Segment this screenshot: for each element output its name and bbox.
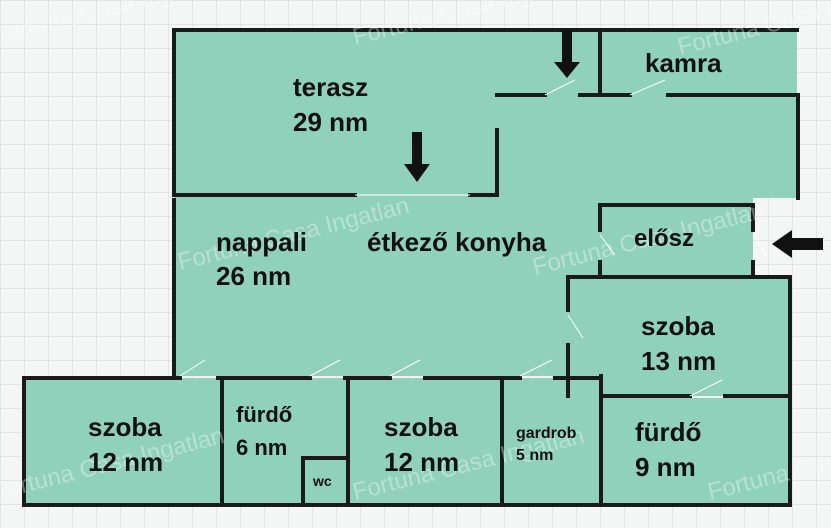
szoba-right-area: 13 nm (641, 346, 716, 376)
szoba-mid-area: 12 nm (384, 447, 459, 477)
szoba-left-name: szoba (88, 412, 162, 442)
terasz-area: 29 nm (293, 107, 368, 137)
room-12-left-area (24, 378, 222, 506)
furdo-small-area: 6 nm (236, 435, 287, 460)
hall-area (600, 205, 751, 277)
etkezo-name: étkező konyha (367, 227, 547, 257)
terasz-name: terasz (293, 72, 368, 102)
bath-6-area (222, 378, 348, 506)
room-12-mid-area (350, 378, 502, 506)
bottom-walls (22, 198, 792, 507)
szoba-mid-name: szoba (384, 412, 458, 442)
terrace-walls (172, 28, 800, 197)
main-area (174, 95, 798, 376)
szoba-right-name: szoba (641, 311, 715, 341)
room-labels: terasz 29 nm kamra nappali 26 nm étkező … (88, 48, 722, 489)
door-swings (179, 79, 769, 397)
wardrobe-area (504, 378, 601, 506)
door-swing (179, 79, 769, 397)
nappali-area: 26 nm (216, 261, 291, 291)
room-fills (24, 30, 798, 506)
furdo-right-name: fürdő (635, 417, 701, 447)
gardrob-name: gardrob (516, 425, 577, 442)
nappali-name: nappali (216, 227, 307, 257)
szoba-left-area: 12 nm (88, 447, 163, 477)
arrow-down-icon (554, 30, 580, 78)
pantry-area (600, 30, 797, 95)
furdo-small-name: fürdő (236, 402, 292, 427)
partition-walls (566, 28, 800, 507)
arrow-down-icon (404, 132, 430, 182)
bath-9-area (601, 398, 789, 506)
gardrob-area: 5 nm (516, 447, 553, 464)
furdo-right-area: 9 nm (635, 452, 696, 482)
room-13-area (568, 278, 790, 396)
kamra-name: kamra (645, 48, 722, 78)
wc-name: wc (312, 473, 332, 489)
arrows (404, 30, 823, 258)
terrace-area (174, 30, 600, 195)
arrow-left-icon (772, 230, 823, 258)
eloszoba-name: elősz (634, 225, 694, 252)
walls (22, 28, 800, 507)
